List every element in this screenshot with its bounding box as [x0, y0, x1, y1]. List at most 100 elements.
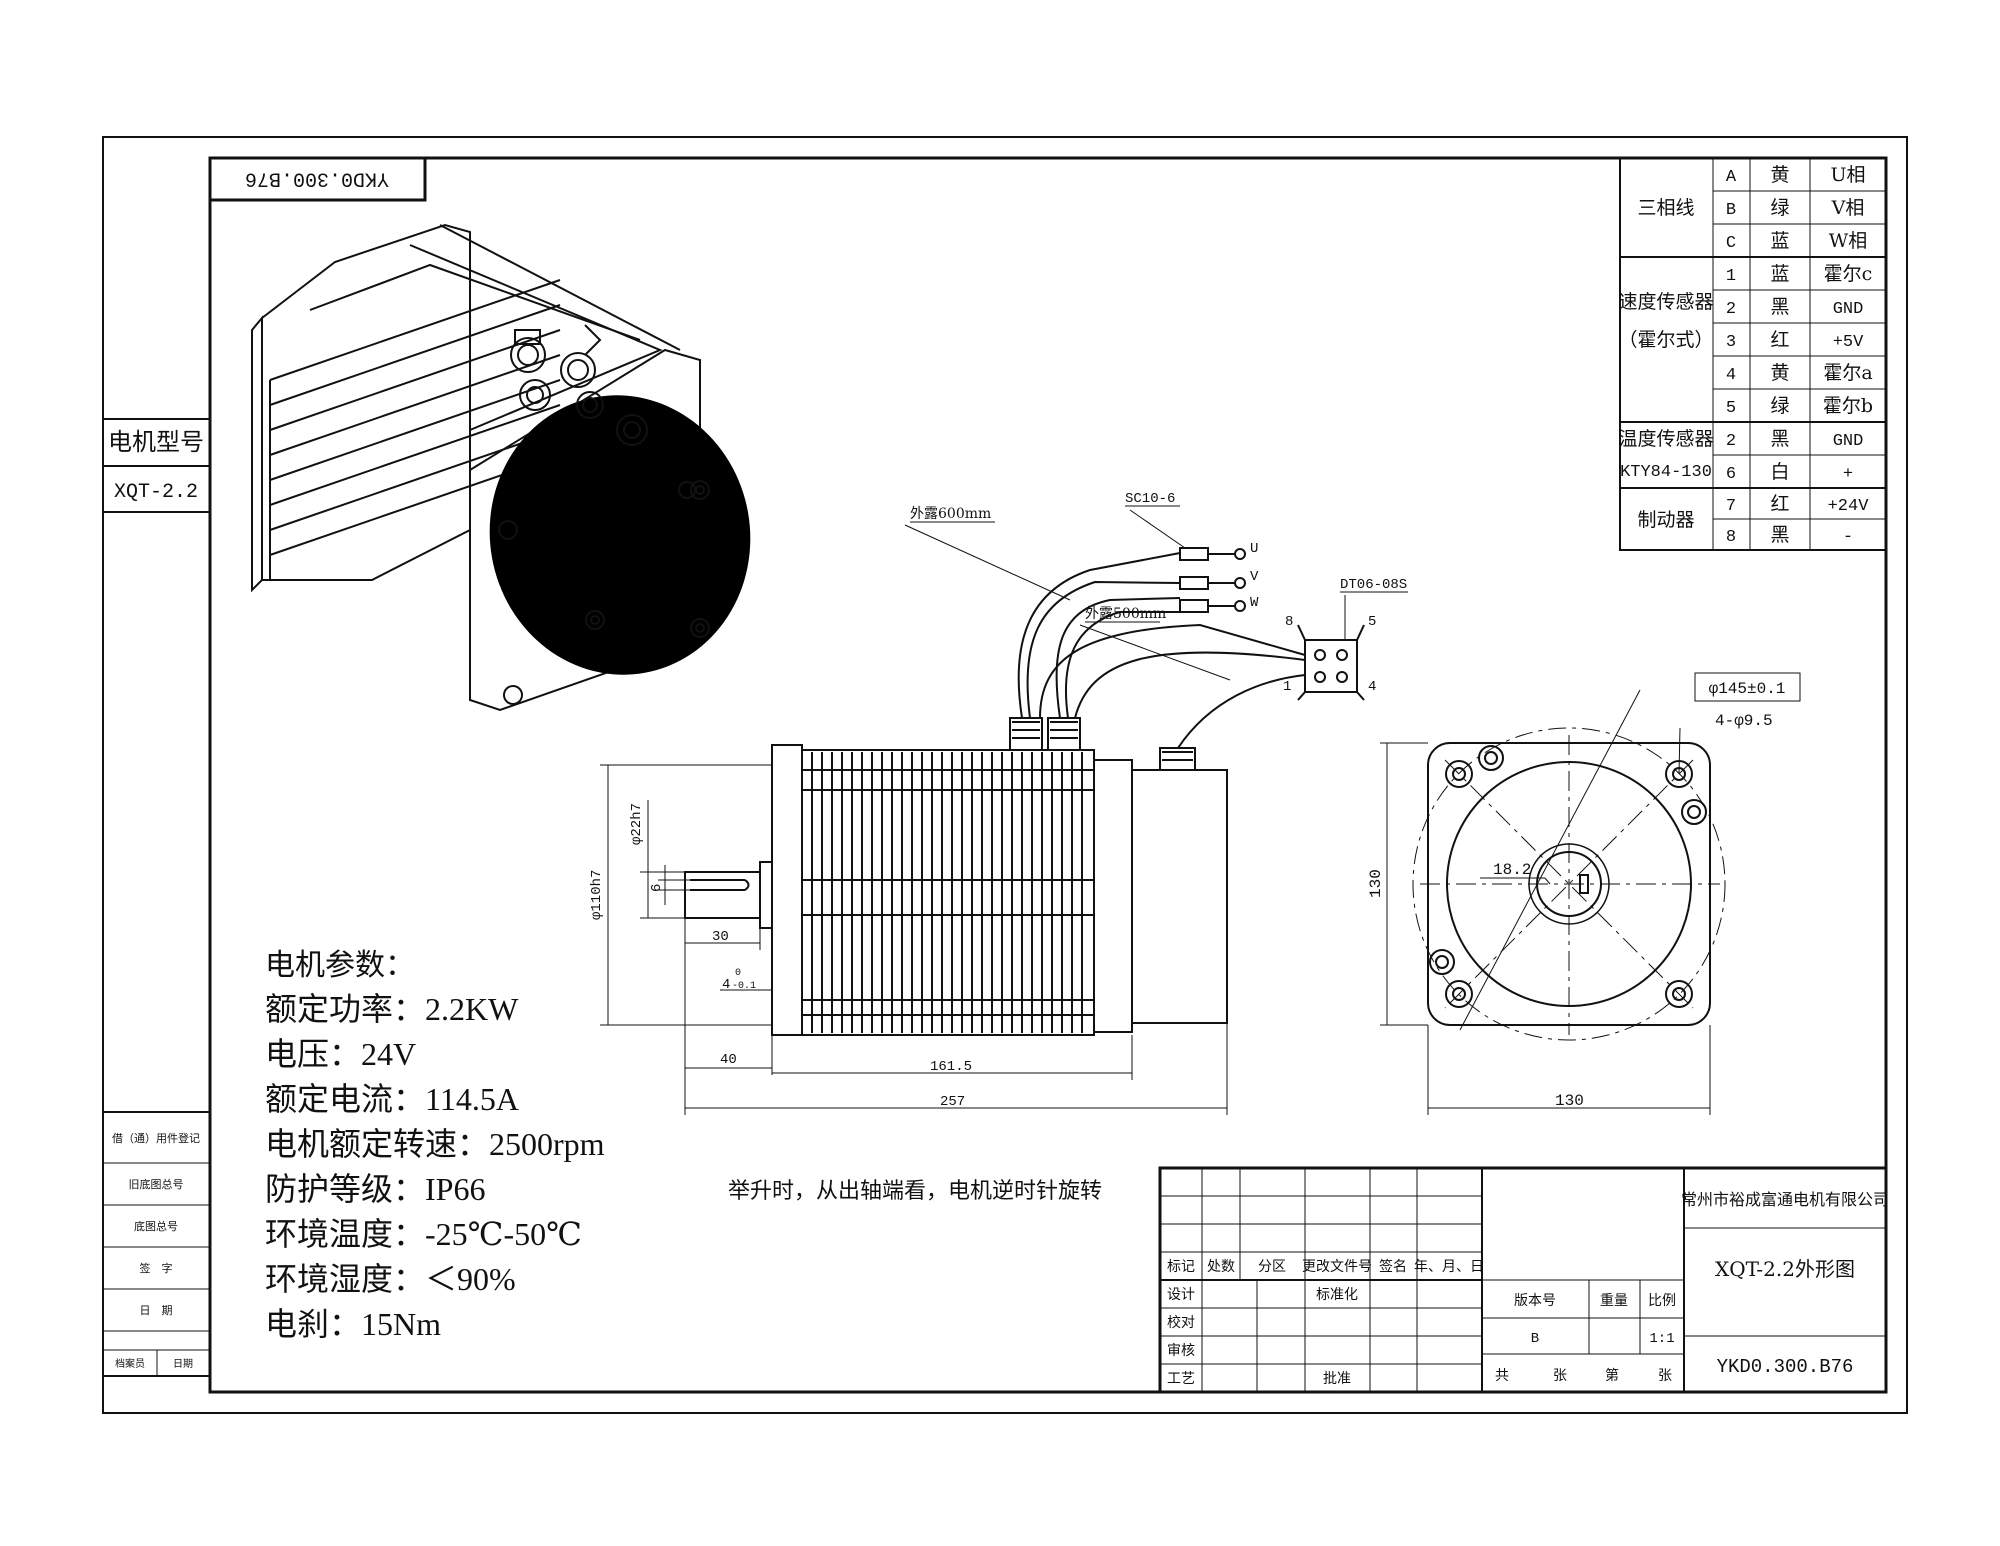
speed-sensor-type-label: （霍尔式）	[1618, 329, 1713, 351]
wire-a-fn: U相	[1830, 164, 1865, 186]
hall-1-fn: 霍尔c	[1824, 263, 1873, 285]
pin-5-label: 5	[1368, 614, 1376, 630]
three-phase-label: 三相线	[1637, 197, 1694, 219]
pin-1-label: 1	[1283, 679, 1291, 695]
rev-header-zone: 分区	[1258, 1259, 1286, 1275]
drawing-frames	[102, 136, 1908, 1414]
hall-3-color: 红	[1770, 329, 1789, 351]
dt06-connector-label: DT06-08S	[1340, 577, 1407, 593]
flange-w-dim: 130	[1555, 1092, 1584, 1110]
pilot-tol-label: 4	[722, 977, 730, 993]
old-drawing-no-label: 旧底图总号	[129, 1177, 184, 1191]
temp-6-color: 白	[1770, 461, 1789, 483]
shaft-dia-dim: φ22h7	[629, 803, 645, 845]
motor-side-view	[684, 717, 1228, 1036]
cables	[904, 509, 1365, 749]
pin-4-label: 4	[1368, 679, 1376, 695]
sheets-total-label: 共	[1495, 1368, 1509, 1384]
sheets-unit-label: 张	[1553, 1368, 1567, 1384]
approve-label: 批准	[1323, 1371, 1351, 1387]
pilot-tol-top: 0	[735, 968, 741, 979]
top-code-box: YKD0.300.B76	[208, 156, 427, 202]
hall-2-fn: GND	[1833, 300, 1864, 319]
key-height-dim: 18.2	[1493, 861, 1531, 879]
wire-c-color: 蓝	[1770, 230, 1789, 252]
hall-5-fn: 霍尔b	[1823, 395, 1873, 417]
design-label: 设计	[1167, 1287, 1195, 1303]
sheet-no-label: 第	[1605, 1367, 1619, 1384]
brake-7-fn: +24V	[1828, 497, 1870, 516]
process-label: 工艺	[1167, 1371, 1195, 1387]
phase-u-label: U	[1250, 541, 1258, 557]
rev-header-sign: 签名	[1379, 1258, 1407, 1275]
brake-label: 制动器	[1637, 509, 1694, 531]
scale-value: 1:1	[1649, 1331, 1674, 1347]
motor-front-view	[1412, 727, 1726, 1041]
key-width-dim: 6	[649, 884, 665, 892]
title-block-grid	[1158, 1166, 1888, 1394]
hall-5-color: 绿	[1770, 395, 1789, 417]
wire-b-pin: B	[1726, 201, 1736, 220]
temp-sensor-model-label: KTY84-130	[1620, 463, 1712, 482]
front-view-dimension-text: φ145±0.1 4-φ9.5 18.2 130 130	[1367, 680, 1785, 1110]
hall-4-color: 黄	[1770, 362, 1789, 384]
isometric-motor-view	[251, 223, 751, 712]
wire-b-color: 绿	[1770, 197, 1789, 219]
param-rated-speed: 电机额定转速：2500rpm	[265, 1126, 605, 1162]
company-name: 常州市裕成富通电机有限公司	[1681, 1190, 1889, 1209]
hall-4-fn: 霍尔a	[1823, 362, 1872, 384]
hall-1-pin: 1	[1726, 267, 1736, 286]
pilot-dia-dim: φ110h7	[589, 870, 605, 920]
wiring-table-text: 三相线 速度传感器 （霍尔式） 温度传感器 KTY84-130 制动器 A 黄 …	[1618, 164, 1873, 547]
top-drawing-code: YKD0.300.B76	[245, 167, 389, 190]
wire-c-fn: W相	[1829, 230, 1868, 252]
version-label: 版本号	[1514, 1293, 1556, 1309]
cable-labels: 外露600mm 外露500mm SC10-6 U V W DT06-08S 8 …	[910, 491, 1408, 695]
side-view-dimensions	[600, 764, 1228, 1115]
motor-model-label: 电机型号	[108, 428, 204, 456]
hall-3-fn: +5V	[1833, 333, 1864, 352]
speed-sensor-label: 速度传感器	[1618, 291, 1713, 313]
parameters-heading: 电机参数：	[265, 948, 415, 983]
brake-8-color: 黑	[1770, 524, 1789, 546]
rev-header-file: 更改文件号	[1302, 1259, 1372, 1275]
temp-6-pin: 6	[1726, 465, 1736, 484]
wire-a-pin: A	[1726, 168, 1737, 187]
hall-3-pin: 3	[1726, 333, 1736, 352]
sheet-no-unit-label: 张	[1658, 1368, 1672, 1384]
pin-8-label: 8	[1285, 614, 1293, 630]
weight-label: 重量	[1600, 1293, 1628, 1309]
pilot-tol-bottom: -0.1	[732, 981, 756, 992]
param-brake: 电刹：15Nm	[265, 1306, 441, 1342]
hall-2-pin: 2	[1726, 300, 1736, 319]
inner-frame	[208, 156, 1888, 1394]
motor-parameters: 电机参数： 额定功率：2.2KW 电压：24V 额定电流：114.5A 电机额定…	[265, 948, 605, 1342]
wire-b-fn: V相	[1831, 197, 1865, 219]
wire-a-color: 黄	[1770, 164, 1789, 186]
param-ambient-temp: 环境温度：-25℃-50℃	[265, 1216, 582, 1252]
dt06-connector	[1304, 639, 1358, 693]
hall-4-pin: 4	[1726, 366, 1736, 385]
hall-1-color: 蓝	[1770, 263, 1789, 285]
title-block-text: 标记 处数 分区 更改文件号 签名 年、月、日 设计 标准化 校对 审核 工艺 …	[1167, 1190, 1889, 1387]
brake-8-fn: -	[1843, 528, 1853, 547]
drawing-title: XQT-2.2外形图	[1715, 1257, 1855, 1281]
phase-v-label: V	[1250, 569, 1259, 585]
brake-7-color: 红	[1770, 493, 1789, 515]
rev-header-count: 处数	[1207, 1259, 1235, 1275]
total-len-dim: 257	[940, 1094, 965, 1110]
version-value: B	[1531, 1331, 1539, 1347]
flange-offset-dim: 40	[720, 1052, 737, 1068]
proofread-label: 校对	[1167, 1314, 1195, 1331]
brake-7-pin: 7	[1726, 497, 1736, 516]
standardize-label: 标准化	[1316, 1287, 1358, 1303]
pcd-dim: φ145±0.1	[1709, 680, 1786, 698]
body-len-dim: 161.5	[930, 1059, 972, 1075]
drawing-no-label: 底图总号	[134, 1219, 178, 1233]
scale-label: 比例	[1648, 1293, 1676, 1309]
left-side-strip	[102, 418, 211, 1377]
archivist-label: 档案员	[115, 1357, 145, 1370]
temp-sensor-label: 温度传感器	[1618, 428, 1713, 450]
shaft	[684, 871, 761, 919]
